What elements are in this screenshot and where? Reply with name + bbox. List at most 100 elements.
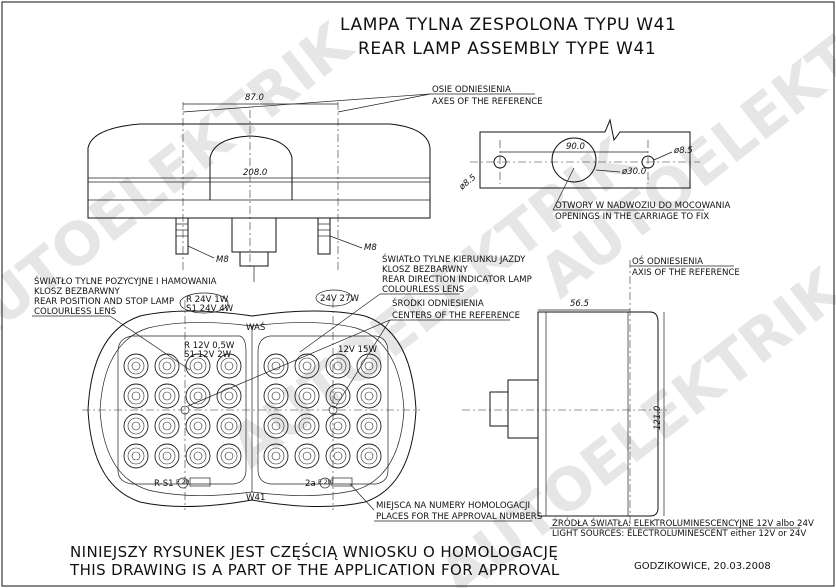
led-ring (185, 383, 211, 409)
mounting-holes-view (470, 118, 700, 189)
mark-right-code: 2a (305, 479, 316, 489)
led-ring (263, 443, 289, 469)
footer-note-pl: NINIEJSZY RYSUNEK JEST CZĘŚCIĄ WNIOSKU O… (70, 542, 558, 561)
place-date: GODZIKOWICE, 20.03.2008 (634, 561, 771, 572)
led-ring (185, 443, 211, 469)
mark-left-s1: S1 24V 4W (186, 304, 234, 314)
openings-pl: OTWORY W NADWOZIU DO MOCOWANIA (555, 201, 730, 211)
rear-pos-pl2: KLOSZ BEZBARWNY (34, 287, 120, 297)
led-ring (131, 421, 141, 431)
led-ring (216, 353, 242, 379)
led-ring (220, 417, 238, 435)
led-ring (127, 357, 145, 375)
source-en: LIGHT SOURCES: ELECTROLUMINESCENT either… (552, 529, 806, 539)
led-ring (193, 391, 203, 401)
led-ring (123, 443, 149, 469)
led-ring (294, 443, 320, 469)
rear-dir-en2: COLOURLESS LENS (382, 285, 464, 295)
led-ring (263, 383, 289, 409)
led-ring (193, 451, 203, 461)
led-ring (158, 447, 176, 465)
led-ring (329, 417, 347, 435)
led-ring (294, 413, 320, 439)
led-ring (271, 361, 281, 371)
led-ring (162, 391, 172, 401)
footer-note-en: THIS DRAWING IS A PART OF THE APPLICATIO… (69, 561, 560, 579)
led-ring (154, 383, 180, 409)
led-ring (267, 357, 285, 375)
led-ring (220, 387, 238, 405)
led-ring (189, 417, 207, 435)
thread-left: M8 (216, 255, 229, 265)
led-ring (127, 447, 145, 465)
led-ring (263, 413, 289, 439)
led-ring (298, 387, 316, 405)
rear-dir-en1: REAR DIRECTION INDICATOR LAMP (382, 275, 532, 285)
dim-hole-dia-left: ø8.5 (457, 173, 479, 193)
led-ring (220, 357, 238, 375)
led-ring (127, 417, 145, 435)
led-ring (224, 451, 234, 461)
rear-pos-pl1: ŚWIATŁO TYLNE POZYCYJNE I HAMOWANIA (34, 275, 217, 287)
led-ring (162, 421, 172, 431)
rear-pos-en1: REAR POSITION AND STOP LAMP (34, 297, 174, 307)
led-ring (302, 361, 312, 371)
led-ring (333, 421, 343, 431)
e-mark-right: E 20 (318, 479, 332, 486)
approval-en: PLACES FOR THE APPROVAL NUMBERS (376, 512, 542, 522)
led-ring (131, 451, 141, 461)
centers-pl: ŚRODKI ODNIESIENIA (392, 297, 484, 309)
led-ring (298, 417, 316, 435)
led-ring (325, 353, 351, 379)
led-ring (271, 421, 281, 431)
approval-pl: MIEJSCA NA NUMERY HOMOLOGACJI (376, 501, 530, 511)
led-ring (216, 413, 242, 439)
led-ring (294, 383, 320, 409)
axis-ref-pl: OŚ ODNIESIENIA (632, 255, 703, 267)
led-ring (154, 413, 180, 439)
led-ring (294, 353, 320, 379)
dim-height: 121.0 (653, 406, 663, 430)
led-ring (224, 361, 234, 371)
led-ring (216, 383, 242, 409)
led-ring (216, 443, 242, 469)
led-ring (193, 361, 203, 371)
led-ring (123, 383, 149, 409)
led-ring (271, 391, 281, 401)
led-ring (123, 353, 149, 379)
led-ring (271, 451, 281, 461)
led-ring (224, 421, 234, 431)
led-ring (364, 421, 374, 431)
led-ring (360, 447, 378, 465)
led-ring (189, 447, 207, 465)
led-ring (298, 357, 316, 375)
led-ring (333, 451, 343, 461)
led-ring (224, 391, 234, 401)
led-ring (325, 413, 351, 439)
dim-center-dia: ø30.0 (621, 167, 646, 177)
led-ring (356, 413, 382, 439)
led-ring (364, 451, 374, 461)
axes-ref-en: AXES OF THE REFERENCE (432, 97, 543, 107)
led-ring (329, 357, 347, 375)
source-pl: ŹRÓDŁA ŚWIATŁA: ELEKTROLUMINESCENCYJNE 1… (552, 517, 814, 529)
mark-left-code: R-S1 (154, 479, 174, 489)
led-ring (193, 421, 203, 431)
led-ring (263, 353, 289, 379)
led-ring (189, 387, 207, 405)
mark-left-r: R 24V 1W (186, 295, 229, 305)
dim-hole-spacing: 90.0 (566, 142, 585, 152)
led-ring (154, 443, 180, 469)
centers-en: CENTERS OF THE REFERENCE (392, 311, 520, 321)
led-ring (356, 383, 382, 409)
led-ring (329, 447, 347, 465)
led-ring (267, 447, 285, 465)
top-view (87, 102, 431, 282)
led-ring (158, 357, 176, 375)
led-ring (325, 383, 351, 409)
led-ring (325, 443, 351, 469)
dim-overall-width: 208.0 (243, 168, 267, 178)
front-view (82, 300, 420, 510)
openings-en: OPENINGS IN THE CARRIAGE TO FIX (555, 212, 709, 222)
dim-axis-spacing: 87.0 (245, 93, 264, 103)
